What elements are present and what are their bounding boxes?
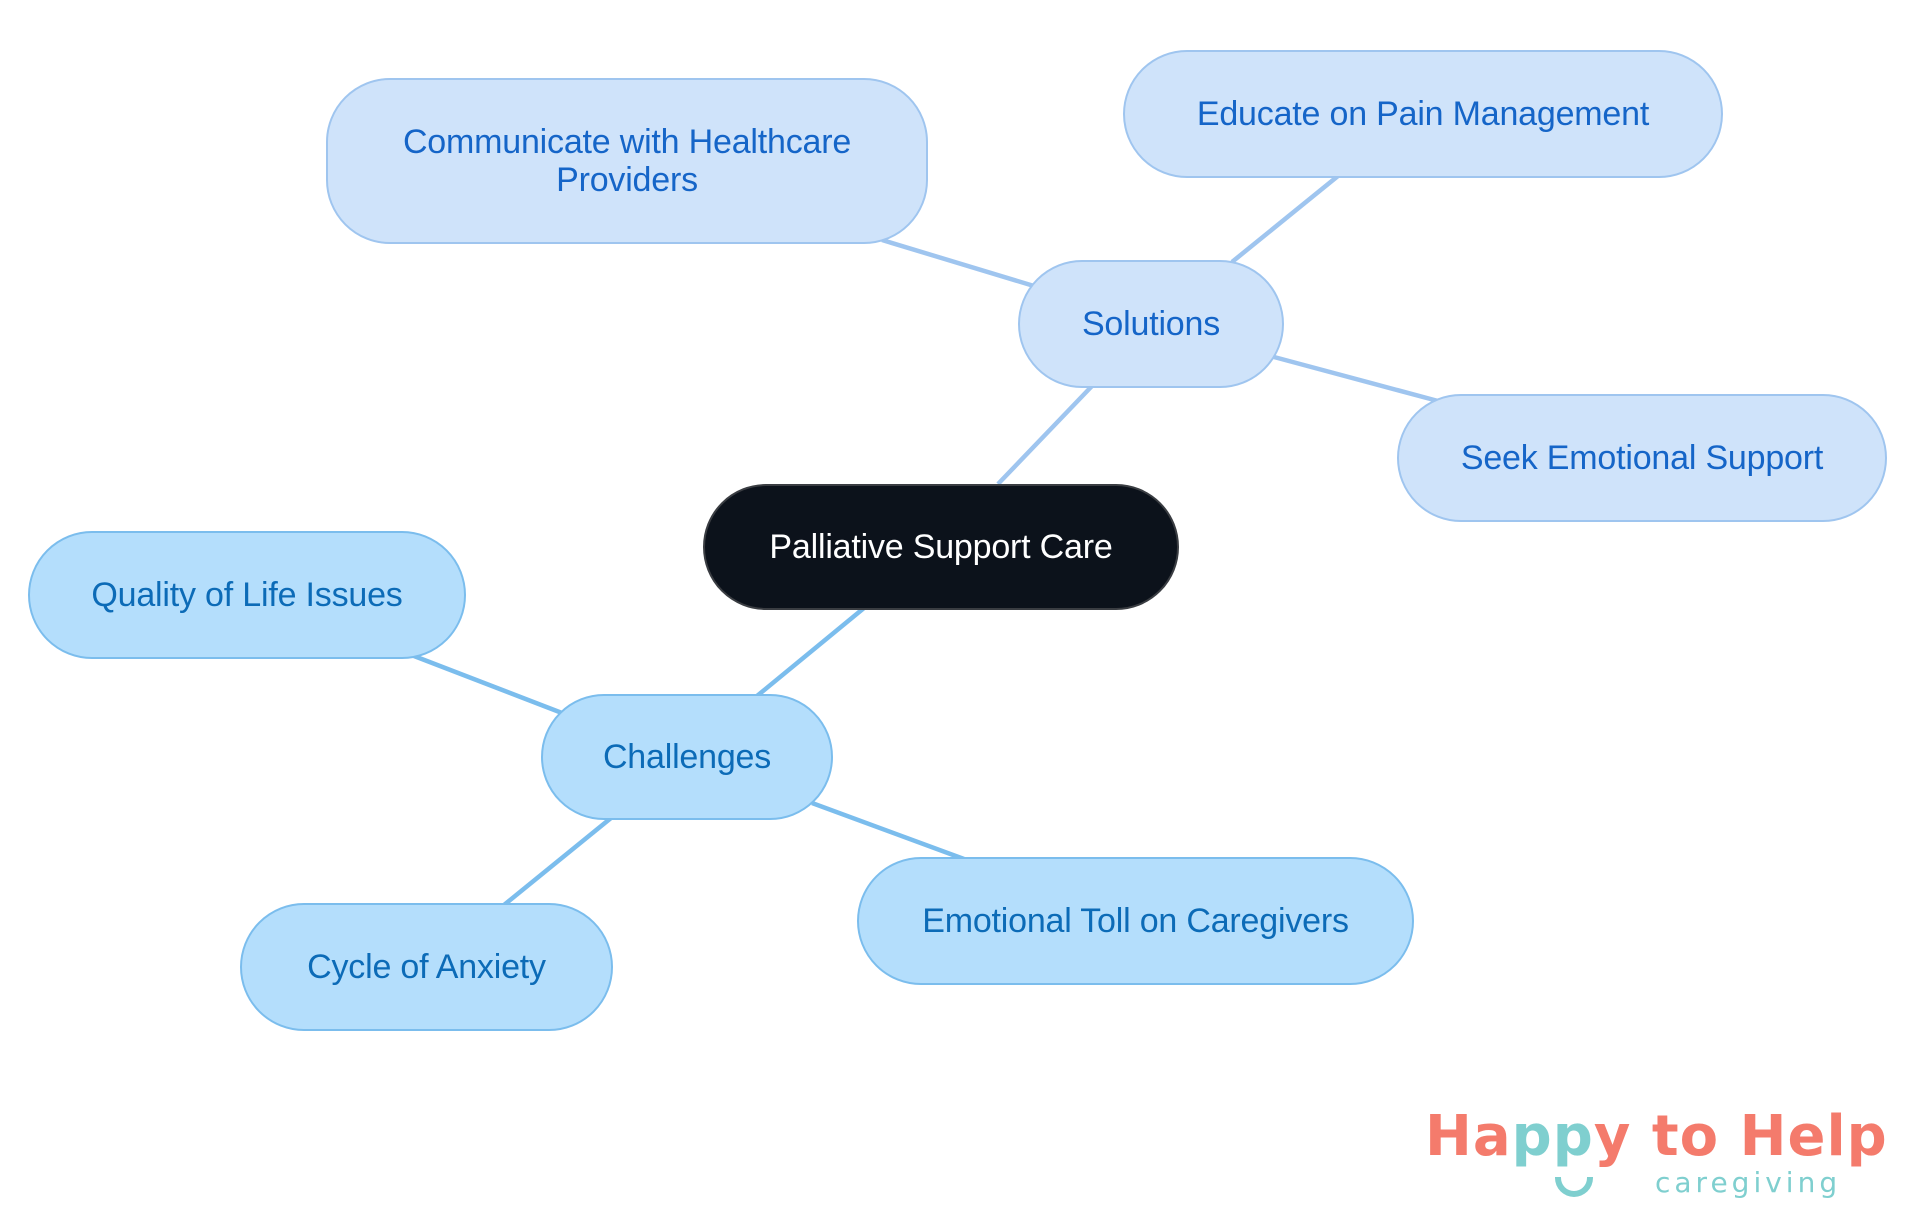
edge-solutions-educate — [1230, 174, 1340, 264]
happy-to-help-caregiving-logo: Happy to Help caregiving — [1425, 1105, 1888, 1205]
edge-challenges-emotional — [811, 800, 965, 862]
root-node[interactable]: Palliative Support Care — [703, 484, 1179, 610]
seek-node-label: Seek Emotional Support — [1460, 439, 1824, 477]
edge-root-solutions — [996, 384, 1094, 486]
logo-letters-pp: pp — [1511, 1104, 1594, 1169]
educate-node-label: Educate on Pain Management — [1196, 95, 1650, 133]
seek-emotional-support-node[interactable]: Seek Emotional Support — [1397, 394, 1887, 522]
logo-letter-y: y — [1593, 1104, 1632, 1169]
educate-on-pain-management-node[interactable]: Educate on Pain Management — [1123, 50, 1723, 178]
quality-node-label: Quality of Life Issues — [91, 576, 403, 614]
emotional-toll-on-caregivers-node[interactable]: Emotional Toll on Caregivers — [857, 857, 1414, 985]
edge-solutions-seek — [1273, 354, 1439, 404]
logo-letter-a: a — [1472, 1104, 1512, 1169]
logo-wordmark: Happy to Help — [1425, 1105, 1888, 1169]
challenges-node[interactable]: Challenges — [541, 694, 833, 820]
root-node-label: Palliative Support Care — [769, 528, 1113, 566]
logo-word-to-help: to Help — [1631, 1104, 1888, 1169]
smile-icon — [1555, 1177, 1593, 1197]
solutions-node[interactable]: Solutions — [1018, 260, 1284, 388]
communicate-with-healthcare-providers-node[interactable]: Communicate with Healthcare Providers — [326, 78, 928, 244]
edge-root-challenges — [755, 606, 866, 698]
edge-solutions-communicate — [881, 237, 1035, 289]
edge-challenges-quality — [413, 653, 563, 716]
logo-letter-h: H — [1425, 1104, 1473, 1169]
logo-tagline: caregiving — [1655, 1166, 1842, 1199]
cycle-of-anxiety-node[interactable]: Cycle of Anxiety — [240, 903, 613, 1031]
quality-of-life-issues-node[interactable]: Quality of Life Issues — [28, 531, 466, 659]
communicate-node-label: Communicate with Healthcare Providers — [402, 123, 852, 199]
challenges-node-label: Challenges — [602, 738, 772, 776]
cycle-node-label: Cycle of Anxiety — [307, 948, 546, 986]
emotional-node-label: Emotional Toll on Caregivers — [922, 902, 1349, 940]
edge-challenges-cycle — [502, 816, 613, 907]
solutions-node-label: Solutions — [1081, 305, 1221, 343]
